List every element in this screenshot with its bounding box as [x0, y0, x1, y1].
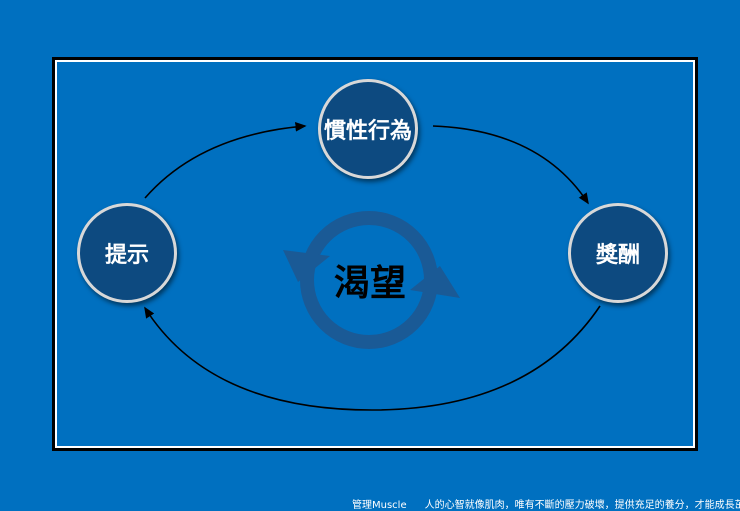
- footer-source: 管理Muscle: [352, 500, 407, 511]
- arrow-routine-to-reward: [432, 125, 589, 205]
- node-cue: 提示: [77, 203, 177, 303]
- footer: 管理Muscle 人的心智就像肌肉，唯有不斷的壓力破壞，提供充足的養分，才能成長茁…: [352, 496, 740, 511]
- node-routine: 慣性行為: [318, 79, 418, 179]
- node-cue-label: 提示: [104, 243, 149, 268]
- node-reward-label: 獎酬: [595, 243, 640, 268]
- diagram-frame: [52, 57, 698, 451]
- center-label-craving: 渴望: [333, 263, 406, 304]
- cycle-arrow-icon: [283, 211, 460, 349]
- arrow-reward-to-cue: [144, 305, 601, 411]
- node-routine-label: 慣性行為: [323, 119, 412, 144]
- arrow-cue-to-routine: [144, 122, 307, 199]
- node-reward: 獎酬: [568, 203, 668, 303]
- footer-quote: 人的心智就像肌肉，唯有不斷的壓力破壞，提供充足的養分，才能成長茁壯: [424, 500, 740, 511]
